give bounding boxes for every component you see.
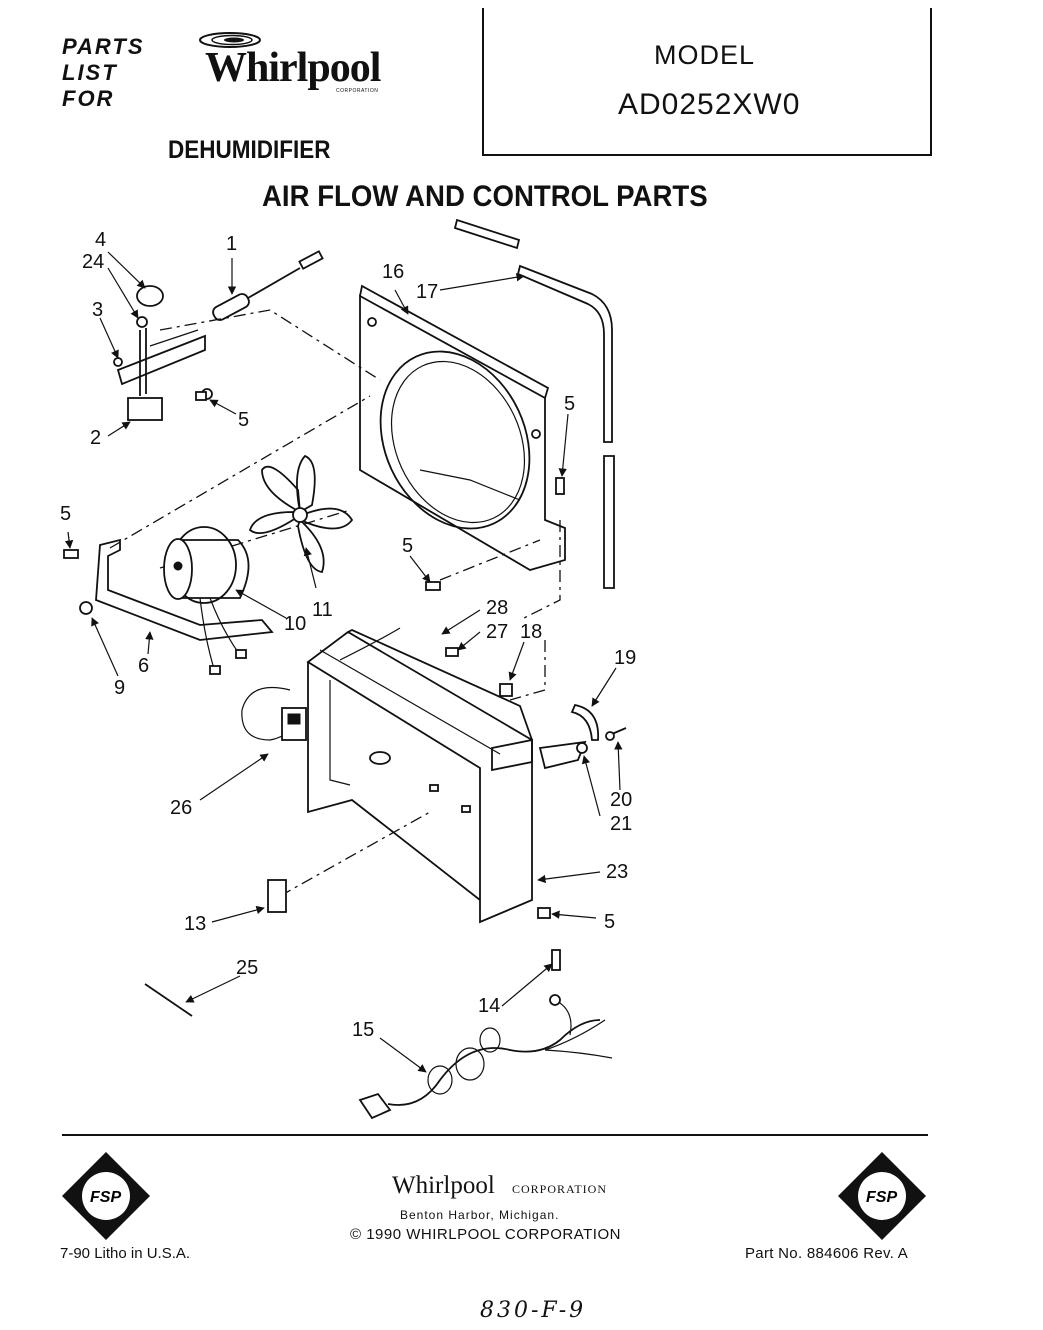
callout-18-label: 18 xyxy=(520,621,542,643)
list-line: LIST xyxy=(62,60,118,85)
callout-25-label: 25 xyxy=(236,957,258,979)
callout-3-label: 3 xyxy=(92,299,103,321)
footer-corporation: CORPORATION xyxy=(512,1182,608,1196)
footer-part-number: Part No. 884606 Rev. A xyxy=(745,1245,909,1262)
callout-21-label: 21 xyxy=(610,813,632,835)
fan-motor-assembly xyxy=(79,526,274,675)
diagram-title: AIR FLOW AND CONTROL PARTS xyxy=(262,180,708,213)
parts-list-for-label: PARTS LIST FOR xyxy=(62,34,145,112)
callout-16-label: 16 xyxy=(382,261,404,283)
callout-13-label: 13 xyxy=(184,913,206,935)
callout-5b-label: 5 xyxy=(60,503,71,525)
callout-28-label: 28 xyxy=(486,597,508,619)
callout-10-label: 10 xyxy=(284,613,306,635)
handwritten-note: 830-F-9 xyxy=(480,1298,587,1323)
callout-14-label: 14 xyxy=(478,995,500,1017)
callout-numbers: 1 28 1 4 24 3 2 5 5 5 5 16 17 10 11 6 9 … xyxy=(60,229,636,1041)
for-line: FOR xyxy=(62,86,115,111)
power-cord xyxy=(358,949,613,1120)
brand-wordmark: Whirlpool xyxy=(205,45,381,91)
whirlpool-swirl-logo-icon xyxy=(199,32,261,48)
fsp-diamond-badge-icon-right: FSP xyxy=(838,1152,926,1240)
side-bracket xyxy=(538,703,627,770)
model-box xyxy=(482,8,932,156)
model-number: AD0252XW0 xyxy=(618,88,801,121)
callout-2-label: 2 xyxy=(90,427,101,449)
callout-20-label: 20 xyxy=(610,789,632,811)
callout-9-label: 9 xyxy=(114,677,125,699)
footer-litho: 7-90 Litho in U.S.A. xyxy=(60,1245,191,1262)
shroud-panel xyxy=(359,284,566,571)
callout-4-label: 4 xyxy=(95,229,106,251)
callout-5a-label: 5 xyxy=(238,409,249,431)
callout-24-label: 24 xyxy=(82,251,104,273)
callout-27-label: 27 xyxy=(486,621,508,643)
callout-23-label: 23 xyxy=(606,861,628,883)
fsp-diamond-badge-icon-left: FSP xyxy=(62,1152,150,1240)
base-cabinet xyxy=(306,627,533,924)
footer-rule xyxy=(62,1134,928,1136)
footer-copyright: © 1990 WHIRLPOOL CORPORATION xyxy=(350,1226,621,1243)
callout-5c-label: 5 xyxy=(402,535,413,557)
parts-line: PARTS xyxy=(62,34,145,59)
callout-19-label: 19 xyxy=(614,647,636,669)
control-bracket-assembly xyxy=(113,250,324,421)
callout-11-label: 11 xyxy=(312,599,333,621)
callout-6-label: 6 xyxy=(138,655,149,677)
product-name: DEHUMIDIFIER xyxy=(168,136,331,164)
callout-15-label: 15 xyxy=(352,1019,374,1041)
footer-city: Benton Harbor, Michigan. xyxy=(400,1208,560,1222)
screws xyxy=(63,391,565,919)
callout-5d-label: 5 xyxy=(564,393,575,415)
callout-5e-label: 5 xyxy=(604,911,615,933)
footer-brand: Whirlpool xyxy=(392,1172,495,1199)
callout-26-label: 26 xyxy=(170,797,192,819)
callout-1: 1 xyxy=(226,233,237,255)
small-component-13 xyxy=(267,879,287,913)
badge-right-text: FSP xyxy=(866,1189,897,1206)
leader-lines xyxy=(64,251,623,1073)
badge-left-text: FSP xyxy=(90,1189,121,1206)
gasket-strips xyxy=(453,218,615,589)
model-label: MODEL xyxy=(654,40,756,70)
thermostat xyxy=(241,686,307,741)
fan-blade xyxy=(248,454,354,573)
brand-corporation: CORPORATION xyxy=(336,88,379,94)
callout-17-label: 17 xyxy=(416,281,438,303)
wire-25 xyxy=(144,983,193,1017)
